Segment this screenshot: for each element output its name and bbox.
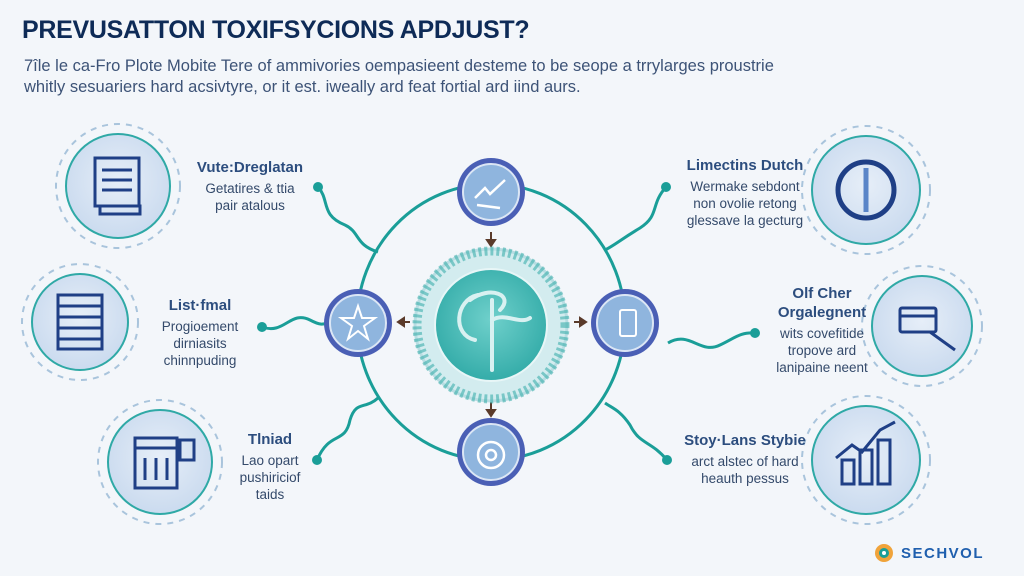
- outer-icon-list-panel: [31, 273, 129, 371]
- logo-flower-icon: [875, 544, 893, 562]
- item-right-2: Olf Cher Orgalegnent wits covefitide tro…: [762, 284, 882, 376]
- connector-line: [604, 186, 668, 252]
- list-panel-icon: [56, 293, 104, 351]
- item-text: dirniasits: [173, 336, 227, 351]
- item-heading: Limectins Dutch: [686, 157, 804, 174]
- ring-node-bottom: [457, 418, 525, 486]
- star-icon: [337, 302, 379, 342]
- item-text: chinnpuding: [163, 353, 237, 368]
- connector-dot: [661, 182, 671, 192]
- connector-line: [604, 401, 669, 461]
- item-heading: Tlniad: [247, 431, 293, 448]
- growth-chart-icon: [835, 420, 896, 486]
- subtitle-line: whitly sesuariers hard acsivtyre, or it …: [24, 78, 581, 96]
- connector-line: [667, 331, 756, 349]
- device-icon: [619, 309, 637, 337]
- item-heading: Vute:Dreglatan: [196, 159, 304, 176]
- item-text: wits covefitide: [779, 326, 865, 341]
- item-text: Progioement: [161, 319, 239, 334]
- item-text: glessave la gecturg: [686, 213, 804, 228]
- calendar-document-icon: [133, 436, 196, 490]
- connector-dot: [313, 182, 323, 192]
- item-text: Lao opart: [241, 453, 299, 468]
- connector-dot: [662, 455, 672, 465]
- subtitle: 7île le ca-Fro Plote Mobite Tere of ammi…: [24, 56, 774, 98]
- item-text: arct alstec of hard: [691, 454, 799, 469]
- item-text: pushiriciof: [239, 470, 301, 485]
- item-heading: Olf Cher Orgalegnent: [777, 285, 867, 321]
- item-text: tropove ard: [787, 343, 857, 358]
- connector-line: [316, 185, 379, 254]
- connector-line: [261, 316, 331, 331]
- item-heading: Stoy·Lans Stybie: [684, 432, 806, 449]
- item-text: pair atalous: [215, 198, 285, 213]
- item-text: non ovolie retong: [693, 196, 797, 211]
- item-text: taids: [255, 487, 285, 502]
- page-title: PREVUSATTON TOXIFSYCIONS APDJUST?: [22, 16, 530, 44]
- arrows: [396, 232, 588, 418]
- trend-chart-icon: [474, 179, 506, 210]
- connector-dot: [257, 322, 267, 332]
- outer-icon-growth-chart: [811, 405, 921, 515]
- outer-icon-document-computer: [65, 133, 171, 239]
- outer-icon-calendar: [107, 409, 213, 515]
- credit-card-hand-icon: [898, 306, 956, 352]
- center-emblem: [412, 246, 570, 404]
- target-icon: [476, 440, 506, 470]
- item-right-3: Stoy·Lans Stybie arct alstec of hard hea…: [675, 431, 815, 487]
- connector-line: [315, 396, 380, 461]
- connector-dot: [312, 455, 322, 465]
- gauge-icon: [835, 159, 897, 221]
- item-text: Getatires & ttia: [205, 181, 295, 196]
- item-text: Wermake sebdont: [690, 179, 800, 194]
- connector-dot: [750, 328, 760, 338]
- item-text: lanipaine neent: [776, 360, 868, 375]
- item-text: heauth pessus: [701, 471, 789, 486]
- ring-node-left: [324, 289, 392, 357]
- item-left-2: List·fmal Progioement dirniasits chinnpu…: [140, 296, 260, 369]
- medical-emblem-icon: [457, 290, 532, 372]
- connectors: [261, 185, 756, 461]
- outer-icon-card-hand: [871, 275, 973, 377]
- item-heading: List·fmal: [168, 297, 232, 314]
- item-left-1: Vute:Dreglatan Getatires & ttia pair ata…: [180, 158, 320, 214]
- document-computer-icon: [93, 156, 142, 216]
- ring-node-right: [591, 289, 659, 357]
- outer-icon-gauge: [811, 135, 921, 245]
- item-right-1: Limectins Dutch Wermake sebdont non ovol…: [675, 156, 815, 229]
- ring-node-top: [457, 158, 525, 226]
- subtitle-line: 7île le ca-Fro Plote Mobite Tere of ammi…: [24, 57, 774, 75]
- logo-text: SECHVOL: [901, 544, 985, 562]
- item-left-3: Tlniad Lao opart pushiriciof taids: [225, 430, 315, 503]
- brand-logo: SECHVOL: [873, 542, 984, 564]
